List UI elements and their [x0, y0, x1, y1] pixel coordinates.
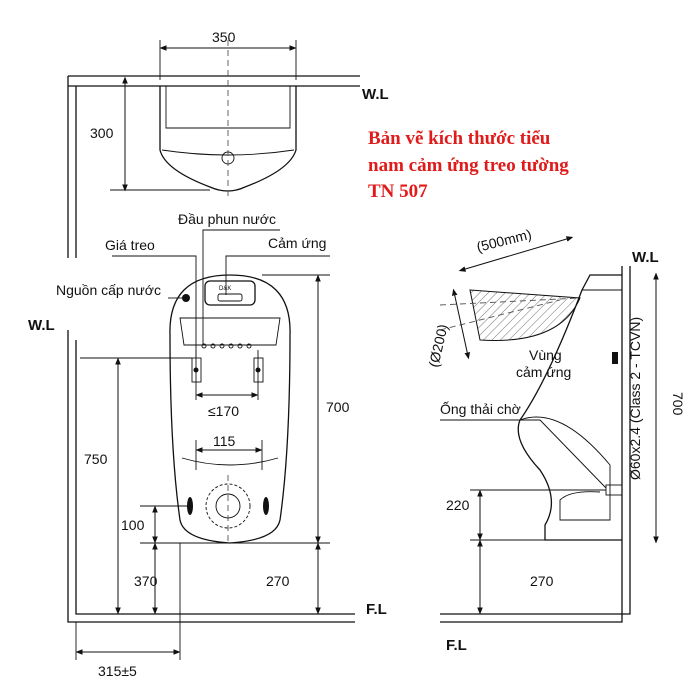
wall-line-label-top: W.L	[362, 86, 389, 103]
top-depth-label: 300	[90, 125, 114, 141]
hanger-left	[191, 357, 202, 383]
wall-line-label-front: W.L	[28, 317, 55, 334]
side-view: W.L F.L (500mm) (Ø200) Vùng cảm ứng Ống …	[425, 226, 686, 654]
body-curve	[181, 457, 279, 466]
floor-line-label-front: F.L	[366, 601, 387, 618]
side-wall-floor	[440, 266, 631, 623]
bottom-height-label: 370	[134, 573, 158, 589]
hanger-height-label: 750	[84, 451, 108, 467]
sensor-zone-label-1: Vùng	[529, 347, 562, 363]
urinal-top-inner	[165, 86, 291, 129]
sensor-zone-label-2: cảm ứng	[516, 364, 571, 380]
urinal-side-body	[517, 274, 622, 541]
hanger-right	[253, 357, 264, 383]
hanger-label: Giá treo	[105, 237, 155, 253]
spray-label: Đầu phun nước	[178, 211, 276, 227]
drain-pipe-label: Ống thải chờ	[440, 400, 521, 417]
sensor-zone	[469, 289, 581, 341]
drain-height-label: 220	[446, 497, 470, 513]
sensor-leader	[225, 255, 330, 295]
water-supply-label: Nguồn cấp nước	[56, 282, 161, 298]
water-supply-point	[182, 294, 190, 302]
side-bottom-gap-label: 270	[530, 573, 554, 589]
wall-line-label-side: W.L	[632, 249, 659, 266]
spray-holes	[201, 343, 252, 349]
side-drain-fitting	[605, 484, 623, 496]
side-trap	[519, 416, 611, 521]
drain-span-label: 115	[213, 433, 236, 449]
wall-outline	[67, 75, 360, 258]
title-line-1: Bản vẽ kích thước tiểu	[368, 128, 551, 149]
diameter-dimension	[452, 288, 470, 360]
top-width-label: 350	[212, 29, 236, 45]
diameter-label: (Ø200)	[425, 323, 450, 369]
front-view: W.L F.L D&K ≤170 115	[28, 211, 387, 679]
hanger-span-label: ≤170	[208, 403, 239, 419]
drain-pipe-leader	[440, 419, 607, 489]
drain-outer-circle	[205, 483, 251, 529]
drain-offset-label: 100	[121, 517, 145, 533]
wall-offset-label: 315±5	[98, 663, 137, 679]
side-height-label: 700	[670, 392, 686, 416]
title-line-2: nam cảm ứng treo tường	[368, 155, 569, 176]
side-sensor	[612, 352, 618, 364]
front-height-label: 700	[326, 399, 350, 415]
sensor-window	[217, 293, 243, 302]
range-dimension	[458, 236, 574, 272]
top-view: 350 300 W.L	[67, 29, 389, 258]
front-wall-floor	[67, 330, 355, 623]
floor-line-label-side: F.L	[446, 637, 467, 654]
hanger-leader	[112, 255, 197, 358]
brand-mark: D&K	[219, 286, 231, 292]
pipe-spec-label: Ø60x2.4 (Class 2 - TCVN)	[627, 317, 643, 480]
bottom-gap-label: 270	[266, 573, 290, 589]
urinal-front-panel	[179, 317, 281, 346]
bolt-right	[263, 497, 269, 515]
sensor-label: Cảm ứng	[268, 235, 326, 251]
title-line-3: TN 507	[368, 181, 428, 202]
range-label: (500mm)	[475, 226, 533, 255]
diagram-title: Bản vẽ kích thước tiểu nam cảm ứng treo …	[368, 128, 569, 202]
spray-leader	[202, 229, 280, 345]
sensor-box	[204, 280, 256, 306]
